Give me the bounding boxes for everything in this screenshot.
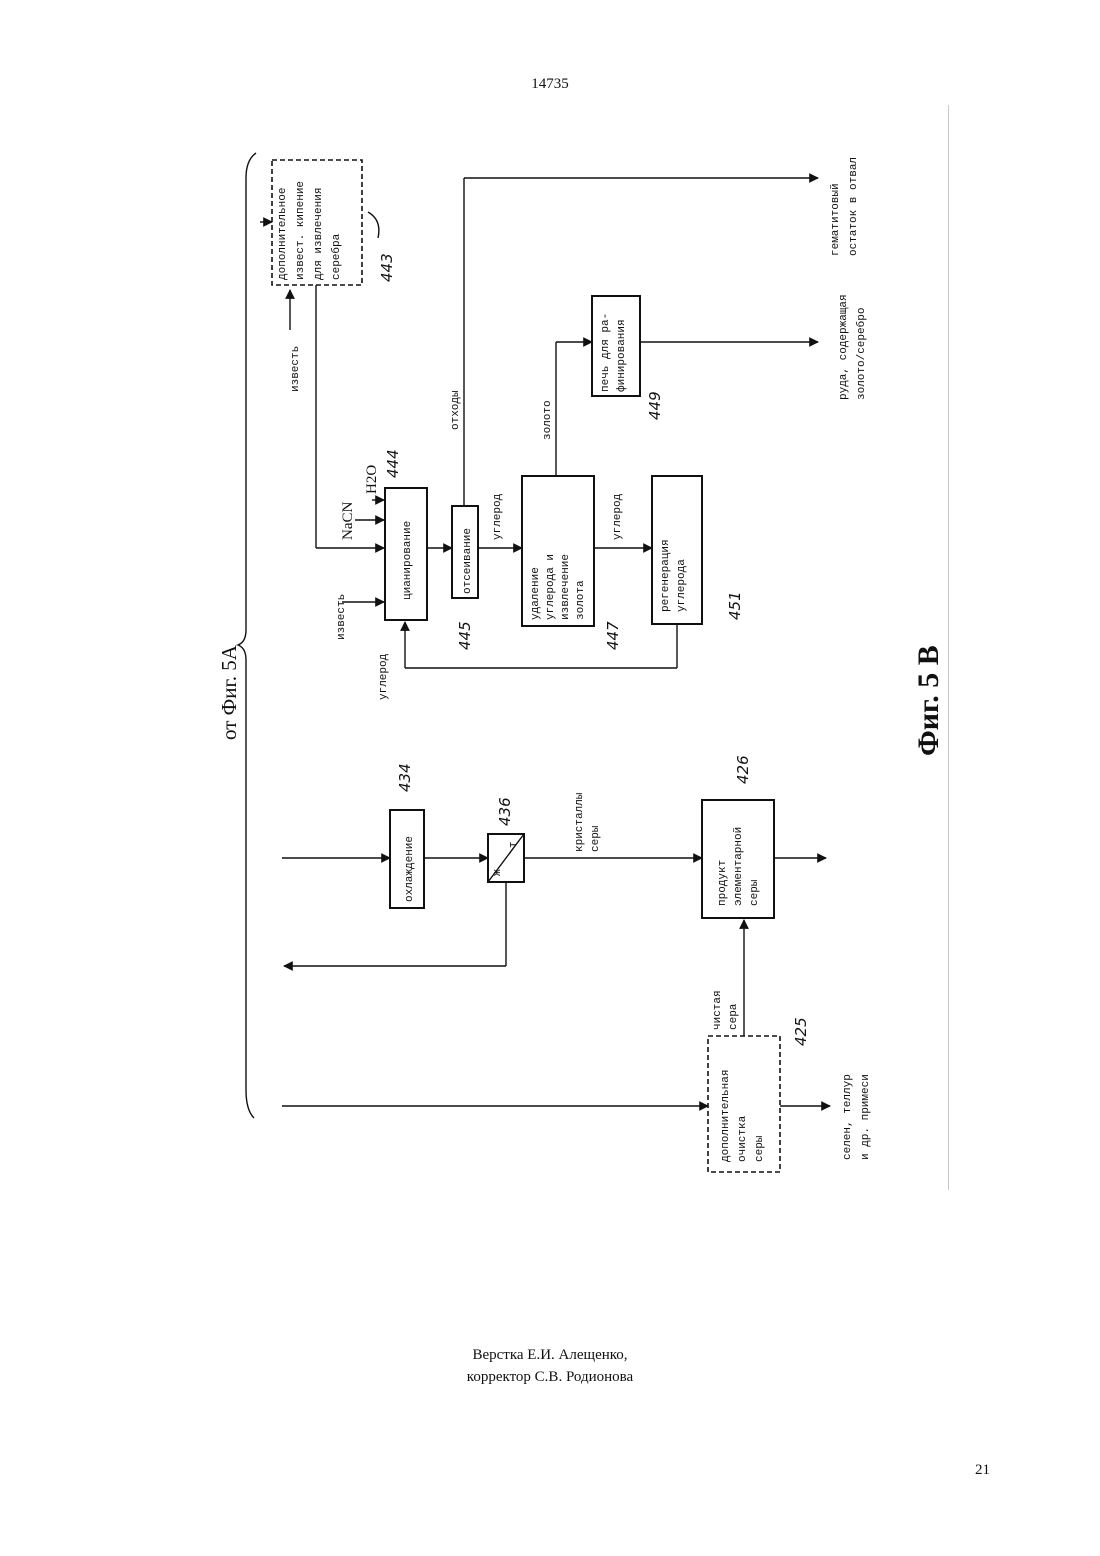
- box-436-zh: ж: [492, 869, 504, 876]
- box-443-line3: для извлечения: [313, 188, 325, 280]
- label-gematitovyy-2: остаток в отвал: [848, 157, 860, 256]
- label-chistaya-2: сера: [728, 1003, 740, 1030]
- page-number: 21: [975, 1462, 990, 1479]
- ref-426: 426: [734, 755, 752, 784]
- box-443-line2: извест. кипение: [295, 181, 307, 280]
- ref-443: 443: [378, 253, 396, 282]
- label-uglerod-447: углерод: [612, 493, 624, 540]
- box-436-t: т: [508, 841, 520, 848]
- box-426-line1: продукт: [717, 860, 729, 906]
- label-selen-2: и др. примеси: [860, 1074, 872, 1160]
- label-uglerod-loop: углерод: [378, 653, 390, 700]
- box-426-line2: элементарной: [733, 827, 745, 906]
- ref-444: 444: [384, 449, 402, 478]
- box-447-line1: удаление: [530, 567, 542, 620]
- label-gematitovyy-1: гематитовый: [830, 183, 842, 256]
- figure-caption: Фиг. 5 В: [912, 645, 945, 756]
- box-451-line2: углерода: [676, 559, 688, 612]
- box-443-line4: серебра: [330, 233, 343, 280]
- label-h2o: H2O: [364, 465, 380, 494]
- label-ruda-2: золото/серебро: [855, 308, 868, 400]
- brace: [238, 153, 256, 1118]
- from-fig-5a: от Фиг. 5А: [217, 644, 241, 740]
- box-449-line1: печь для ра-: [600, 313, 612, 392]
- label-ruda-1: руда, содержащая: [838, 294, 850, 400]
- ref-436: 436: [496, 797, 514, 826]
- ref-451: 451: [726, 591, 744, 620]
- ref-425: 425: [792, 1017, 810, 1046]
- ref-443-leader: [368, 212, 379, 238]
- footer-credits: Верстка Е.И. Алещенко, корректор С.В. Ро…: [0, 1344, 1100, 1388]
- box-425-line3: серы: [754, 1135, 766, 1162]
- box-434-label: охлаждение: [404, 836, 416, 902]
- label-nacn: NaCN: [340, 502, 356, 540]
- label-zoloto: золото: [542, 400, 554, 440]
- box-447-line2: углерода и: [545, 554, 557, 620]
- label-selen-1: селен, теллур: [842, 1074, 854, 1160]
- footer-line-2: корректор С.В. Родионова: [0, 1366, 1100, 1388]
- box-444-label: цианирование: [402, 521, 414, 600]
- label-othody: отходы: [450, 390, 462, 430]
- label-izvest-top: известь: [290, 346, 302, 392]
- box-451-line1: регенерация: [660, 539, 672, 612]
- label-kristally-2: серы: [590, 825, 602, 852]
- box-445-label: отсеивание: [462, 528, 474, 594]
- box-426-line3: серы: [749, 879, 761, 906]
- box-447-line3: извлечение: [560, 554, 572, 620]
- ref-445: 445: [456, 621, 474, 650]
- footer-line-1: Верстка Е.И. Алещенко,: [0, 1344, 1100, 1366]
- label-chistaya-1: чистая: [712, 990, 724, 1030]
- label-uglerod-445: углерод: [492, 493, 504, 540]
- ref-449: 449: [646, 391, 664, 420]
- box-447-line4: золота: [575, 580, 587, 620]
- box-449-line2: финирования: [615, 319, 628, 392]
- box-443-line1: дополнительное: [277, 188, 289, 280]
- box-425-line1: дополнительная: [720, 1070, 732, 1162]
- label-izvest-left: известь: [336, 594, 348, 640]
- ref-447: 447: [604, 621, 622, 650]
- box-425-line2: очистка: [737, 1115, 749, 1162]
- label-kristally-1: кристаллы: [574, 792, 586, 852]
- ref-434: 434: [396, 763, 414, 792]
